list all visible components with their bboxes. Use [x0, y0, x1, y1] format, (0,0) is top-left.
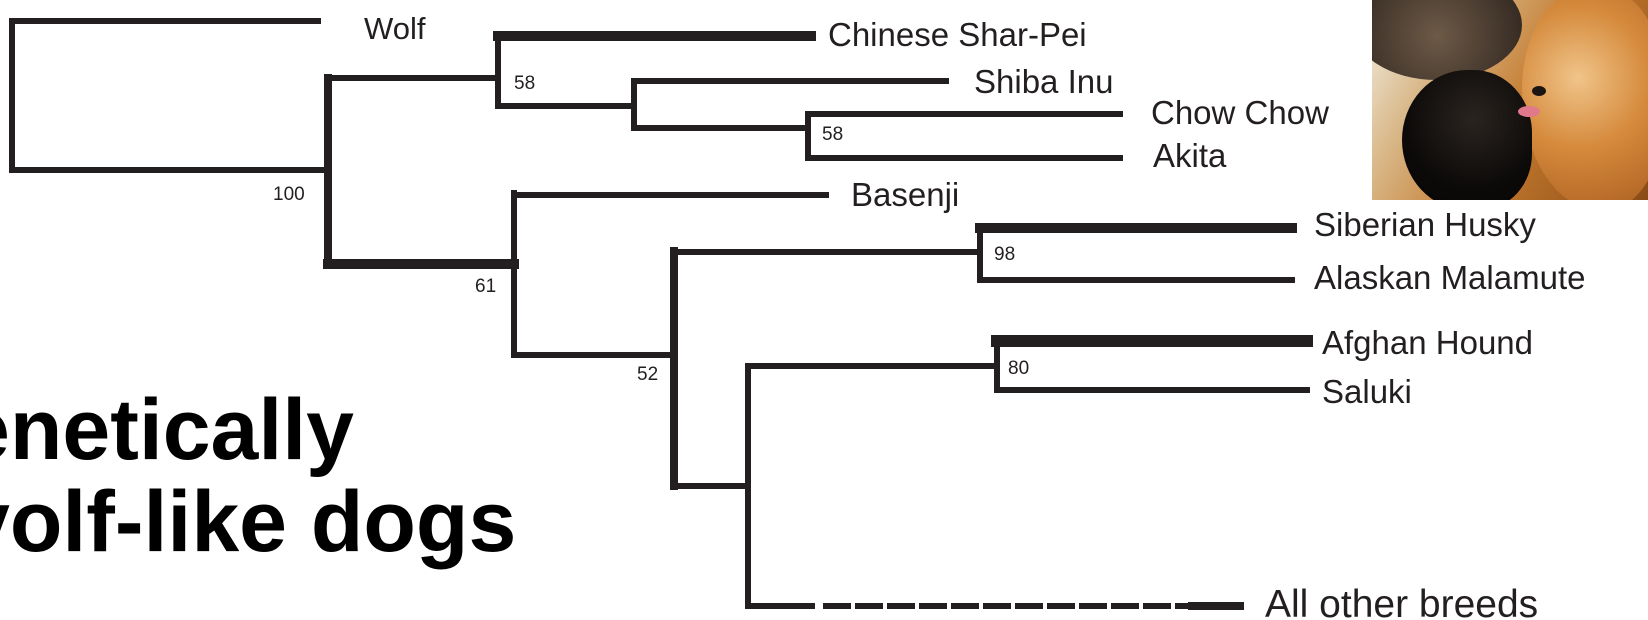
support-value-98: 98	[994, 244, 1015, 265]
leaf-label-chow-chow: Chow Chow	[1151, 94, 1329, 131]
leaf-label-wolf: Wolf	[364, 11, 426, 46]
support-value-61: 61	[475, 276, 496, 297]
leaf-label-shiba-inu: Shiba Inu	[974, 63, 1113, 100]
slide-heading: enetically volf-like dogs	[0, 382, 517, 570]
leaf-label-basenji: Basenji	[851, 176, 959, 213]
support-value-100: 100	[273, 184, 305, 205]
support-value-80: 80	[1008, 358, 1029, 379]
support-value-52: 52	[637, 364, 658, 385]
leaf-label-alaskan-malamute: Alaskan Malamute	[1314, 259, 1585, 296]
support-value-58-asian: 58	[514, 73, 535, 94]
leaf-label-chinese-shar-pei: Chinese Shar-Pei	[828, 16, 1087, 53]
leaf-label-afghan-hound: Afghan Hound	[1322, 324, 1533, 361]
leaf-label-siberian-husky: Siberian Husky	[1314, 206, 1536, 243]
leaf-label-all-other-breeds: All other breeds	[1265, 583, 1538, 620]
leaf-label-saluki: Saluki	[1322, 373, 1412, 410]
dog-photo	[1372, 0, 1648, 200]
support-value-58-chow: 58	[822, 124, 843, 145]
leaf-label-akita: Akita	[1153, 137, 1227, 174]
